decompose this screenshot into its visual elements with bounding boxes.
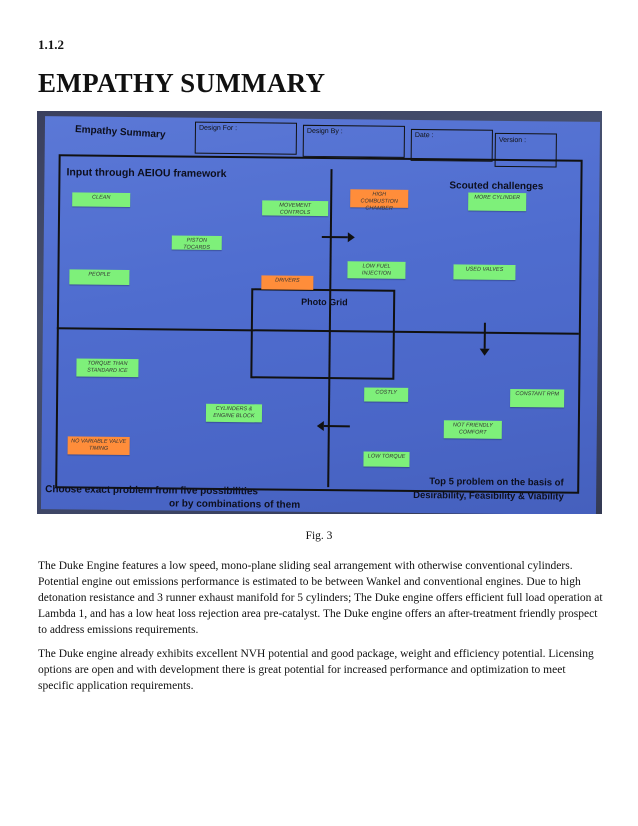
body-paragraph-1: The Duke Engine features a low speed, mo… [38, 560, 603, 636]
body-paragraph-2: The Duke engine already exhibits excelle… [38, 648, 594, 692]
choose-problem-line2: or by combinations of them [168, 498, 301, 511]
date-label: Date : [414, 131, 434, 140]
empathy-summary-board: Empathy Summary Design For : Design By :… [40, 116, 601, 514]
date-box: Date : [410, 128, 493, 162]
note-cylinders-block: CYLINDERS & ENGINE BLOCK [205, 403, 263, 423]
note-costly: COSTLY [364, 387, 409, 402]
top5-line1: Top 5 problem on the basis of [429, 476, 564, 489]
note-torque: TORQUE THAN STANDARD ICE [76, 358, 139, 378]
aeiou-heading: Input through AEIOU framework [66, 166, 227, 181]
version-label: Version : [498, 136, 527, 145]
figure-photo: Empathy Summary Design For : Design By :… [37, 111, 602, 514]
board-title: Empathy Summary [74, 124, 166, 141]
note-clean: CLEAN [72, 192, 131, 208]
section-number: 1.1.2 [38, 37, 64, 52]
note-movement-controls: MOVEMENT CONTROLS [262, 200, 329, 217]
photo-grid-label: Photo Grid [301, 296, 348, 308]
arrow-down-icon [479, 322, 490, 356]
note-constant-rpm: CONSTANT RPM [510, 388, 565, 408]
design-for-label: Design For : [198, 124, 238, 133]
arrow-right-icon [321, 232, 355, 243]
arrow-left-icon [316, 421, 350, 432]
note-high-combustion: HIGH COMBUSTION CHAMBER [350, 189, 409, 212]
note-used-valves: USED VALVES [453, 264, 516, 281]
note-piston: PISTON TOCARDS [171, 235, 222, 251]
design-for-box: Design For : [194, 121, 298, 155]
note-low-torque: LOW TORQUE [363, 451, 410, 467]
top5-line2: Desirability, Feasibility & Viability [413, 489, 564, 503]
choose-problem-line1: Choose exact problem from five possibili… [45, 484, 259, 498]
note-low-fuel: LOW FUEL INJECTION [347, 261, 406, 279]
scouted-heading: Scouted challenges [449, 180, 544, 193]
figure-caption: Fig. 3 [305, 530, 333, 542]
note-no-variable-valve: NO VARIABLE VALVE TIMING [67, 436, 130, 456]
design-by-box: Design By : [302, 124, 405, 158]
design-by-label: Design By : [306, 127, 343, 136]
section-title: EMPATHY SUMMARY [38, 68, 326, 98]
note-drivers: DRIVERS [261, 275, 314, 290]
note-more-cylinder: MORE CYLINDER [468, 192, 527, 212]
note-people: PEOPLE [69, 269, 130, 285]
note-not-friendly: NOT FRIENDLY COMFORT [443, 420, 502, 439]
